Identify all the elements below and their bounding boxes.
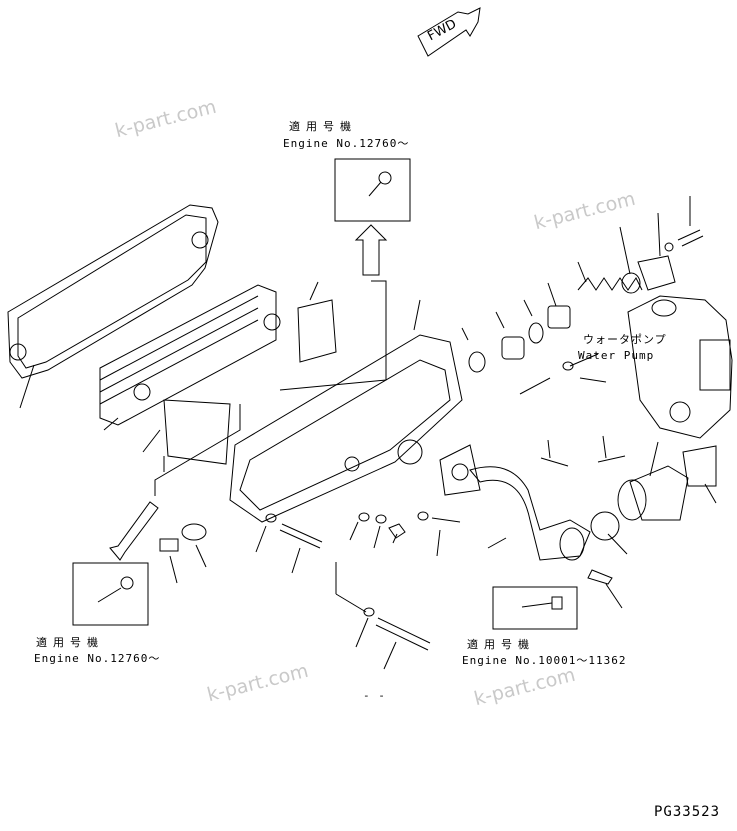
- cooler-gasket: [7, 204, 219, 379]
- left-callout-oring: [120, 576, 134, 590]
- drain-plug: [159, 538, 179, 552]
- washer-6: [562, 361, 574, 371]
- water-pump-label-en: Water Pump: [578, 349, 655, 362]
- right-callout-box: [492, 586, 578, 630]
- oring-3: [621, 272, 641, 294]
- oil-cooler-cover: [229, 334, 463, 523]
- seal-ring-1: [468, 351, 486, 373]
- tube-body: [629, 465, 689, 521]
- washer-2: [358, 512, 370, 522]
- left-callout-box: [72, 562, 149, 626]
- leader-lines: [19, 196, 717, 670]
- bushing: [501, 336, 525, 360]
- water-elbow-pipe: [469, 466, 591, 561]
- washer-3: [375, 514, 387, 524]
- right-callout-en: Engine No.10001～11362: [462, 654, 627, 667]
- water-pump-body: [627, 295, 733, 439]
- seal-ring-2: [528, 322, 544, 344]
- right-callout-jp: 適用号機: [467, 638, 535, 651]
- top-callout-en: Engine No.12760～: [283, 137, 410, 150]
- left-callout-en: Engine No.12760～: [34, 652, 161, 665]
- bolt-a: [540, 457, 569, 467]
- tube-oring: [590, 511, 620, 541]
- sleeve: [547, 305, 571, 329]
- long-bolt-1: [279, 523, 323, 549]
- top-callout-jp: 適用号機: [289, 120, 357, 133]
- water-pump-label-jp: ウォータポンプ: [583, 333, 667, 346]
- washer-4: [417, 511, 429, 521]
- long-bolt-2: [375, 617, 431, 651]
- pump-bolt: [677, 229, 704, 247]
- pump-flange: [637, 255, 676, 291]
- right-callout-plug: [551, 596, 563, 610]
- bolt-c: [579, 377, 607, 383]
- spring: [577, 277, 643, 291]
- valve: [587, 569, 613, 585]
- drawing-code: PG33523: [654, 804, 721, 820]
- small-gasket-lower: [163, 399, 231, 465]
- left-callout-jp: 適用号機: [36, 636, 104, 649]
- nut: [388, 523, 406, 539]
- dash-marks: - -: [363, 689, 386, 702]
- drain-gasket: [181, 523, 207, 541]
- left-callout-arrow-icon: [109, 501, 159, 561]
- top-callout-oring: [378, 171, 392, 185]
- bolt-d: [431, 517, 461, 523]
- oil-cooler-core: [99, 284, 277, 426]
- washer-5: [363, 607, 375, 617]
- top-callout-box: [334, 158, 411, 222]
- tube-gasket: [682, 445, 717, 487]
- top-callout-arrow-icon: [354, 224, 388, 276]
- washer-1: [265, 513, 277, 523]
- tube-end: [617, 479, 647, 521]
- elbow-gasket: [439, 444, 481, 496]
- small-gasket-upper: [297, 299, 337, 363]
- fwd-arrow-icon: [417, 7, 481, 57]
- bolt-b: [597, 455, 626, 463]
